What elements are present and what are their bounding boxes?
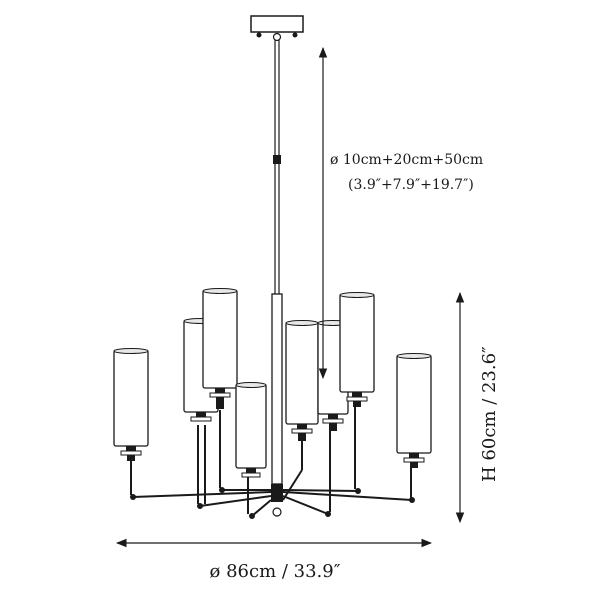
ceiling-canopy bbox=[250, 15, 304, 42]
lamp-shade-right-tall bbox=[339, 292, 375, 407]
drop-length-inches-label: (3.9″+7.9″+19.7″) bbox=[348, 177, 474, 193]
lamp-shade-far-left bbox=[113, 348, 149, 461]
lamp-shade-center-front bbox=[235, 382, 267, 478]
lamp-shade-left-tall bbox=[202, 288, 238, 409]
lamp-stems bbox=[130, 405, 412, 514]
suspension-rod bbox=[271, 40, 283, 502]
lamp-shade-center-right bbox=[285, 320, 319, 441]
lamp-shade-far-right bbox=[396, 353, 432, 468]
drop-length-label: ø 10cm+20cm+50cm bbox=[330, 152, 483, 168]
width-label: ø 86cm / 33.9″ bbox=[210, 561, 341, 582]
height-label: H 60cm / 23.6″ bbox=[479, 346, 500, 482]
lower-arms bbox=[130, 469, 415, 519]
